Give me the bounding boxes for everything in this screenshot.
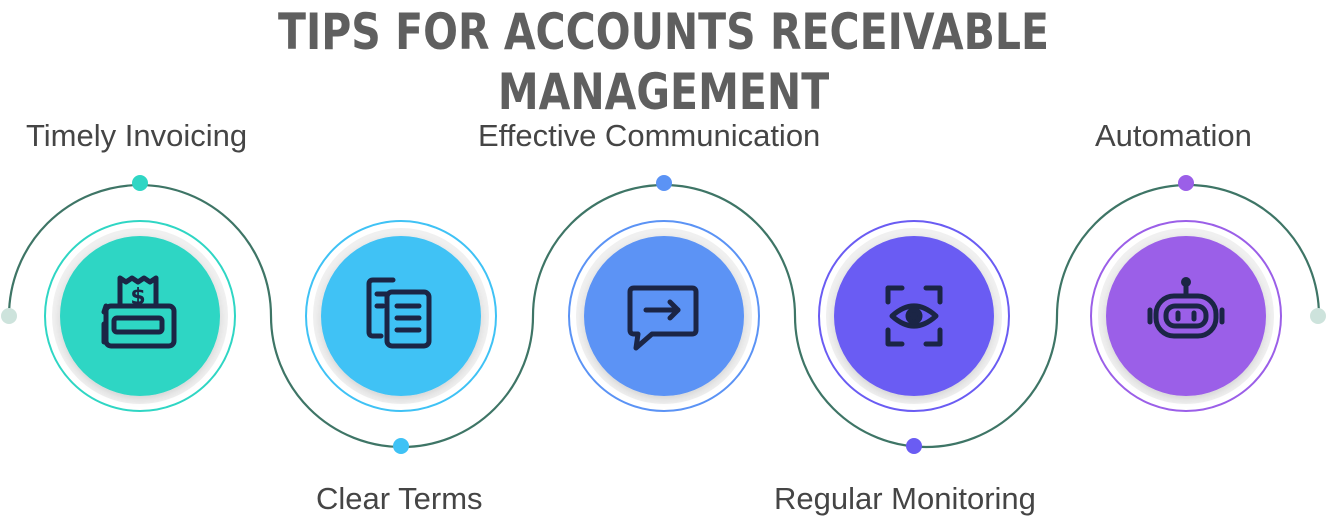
step-label-effective-communication: Effective Communication <box>478 118 821 153</box>
step-circle-timely-invoicing: $ <box>44 220 236 412</box>
step-marker-3 <box>656 175 672 191</box>
start-dot <box>1 308 17 324</box>
step-label-regular-monitoring: Regular Monitoring <box>774 481 1036 516</box>
step-circle-automation <box>1090 220 1282 412</box>
robot-icon <box>1147 277 1225 339</box>
invoice-register-icon: $ <box>101 275 177 349</box>
connector-arc-4 <box>793 315 1059 449</box>
step-marker-1 <box>132 175 148 191</box>
step-marker-4 <box>906 438 922 454</box>
step-marker-2 <box>393 438 409 454</box>
step-label-timely-invoicing: Timely Invoicing <box>26 118 248 153</box>
step-circle-regular-monitoring <box>818 220 1010 412</box>
step-circle-clear-terms <box>305 220 497 412</box>
documents-icon <box>366 277 432 349</box>
end-dot <box>1310 308 1326 324</box>
step-marker-5 <box>1178 175 1194 191</box>
step-label-clear-terms: Clear Terms <box>316 481 483 516</box>
eye-scan-icon <box>885 285 943 347</box>
step-label-automation: Automation <box>1095 118 1252 153</box>
page-title: TIPS FOR ACCOUNTS RECEIVABLE MANAGEMENT <box>278 3 1049 121</box>
chat-arrow-icon <box>627 285 699 351</box>
step-circle-effective-communication <box>568 220 760 412</box>
